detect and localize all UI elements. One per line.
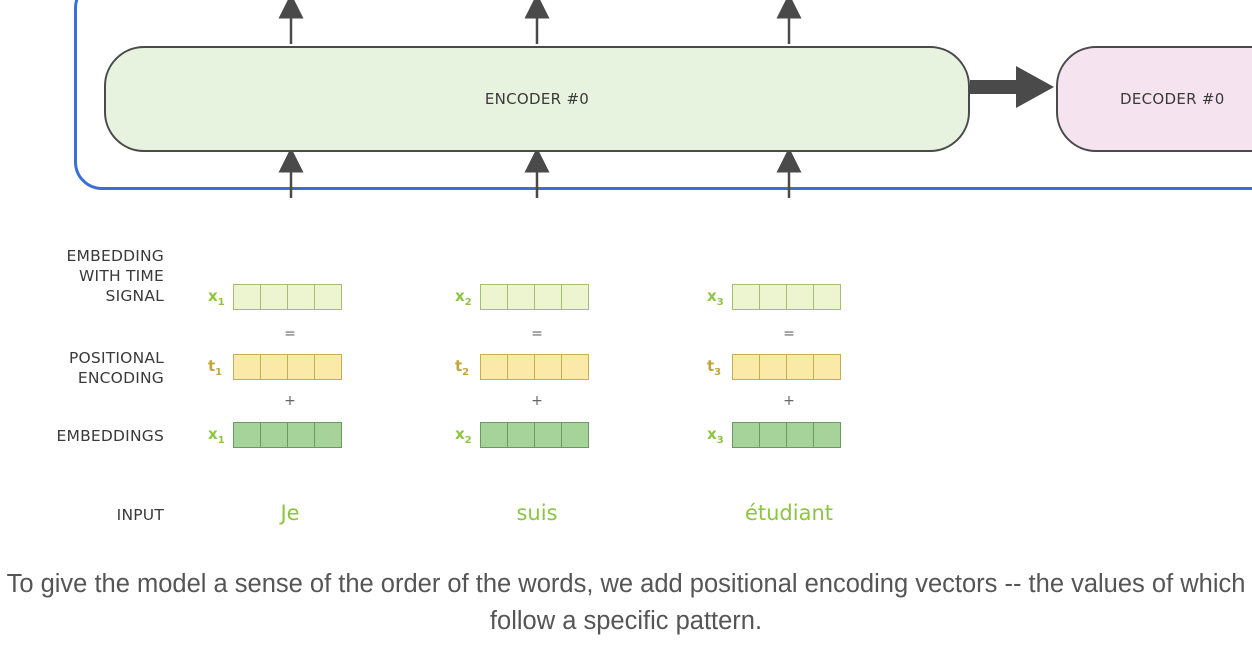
positional-vector-label: t2 [455, 357, 470, 378]
equals-sign: = [531, 326, 543, 342]
row-label-embeddings: EMBEDDINGS [56, 427, 164, 445]
plus-sign: + [531, 393, 543, 409]
positional-vector [233, 354, 342, 380]
embedding-vector-label: x1 [208, 425, 225, 446]
time-signal-vector-label: x3 [707, 287, 724, 308]
decoder-label: DECODER #0 [1120, 90, 1225, 108]
input-word: suis [516, 501, 558, 525]
time-signal-vector-label: x1 [208, 287, 225, 308]
row-label-line: WITH TIME [79, 267, 164, 285]
figure-caption: To give the model a sense of the order o… [6, 570, 1246, 635]
equals-sign: = [783, 326, 795, 342]
row-label-line: ENCODING [77, 369, 164, 387]
equals-sign: = [284, 326, 296, 342]
time-signal-vector [233, 284, 342, 310]
embedding-vector-label: x3 [707, 425, 724, 446]
positional-vector-label: t1 [208, 357, 223, 378]
row-label-input: INPUT [116, 506, 164, 524]
encoder-stack-frame [74, 0, 1252, 190]
encoder-block: ENCODER #0 [104, 46, 970, 152]
row-label-positional-encoding: POSITIONAL ENCODING [0, 348, 164, 388]
time-signal-vector-label: x2 [455, 287, 472, 308]
positional-vector [480, 354, 589, 380]
positional-vector-label: t3 [707, 357, 722, 378]
row-label-line: POSITIONAL [68, 349, 164, 367]
encoder-to-decoder-arrow-shaft [970, 80, 1018, 94]
encoder-label: ENCODER #0 [484, 90, 590, 108]
embedding-vector [233, 422, 342, 448]
decoder-block: DECODER #0 [1056, 46, 1252, 152]
time-signal-vector [732, 284, 841, 310]
time-signal-vector [480, 284, 589, 310]
encoder-to-decoder-arrow-head [1016, 66, 1054, 108]
input-word: étudiant [744, 501, 834, 525]
embedding-vector [732, 422, 841, 448]
positional-vector [732, 354, 841, 380]
plus-sign: + [284, 393, 296, 409]
embedding-vector [480, 422, 589, 448]
diagram-arrows [278, 0, 1054, 198]
plus-sign: + [783, 393, 795, 409]
embedding-vector-label: x2 [455, 425, 472, 446]
row-label-embedding-time-signal: EMBEDDING WITH TIME SIGNAL [0, 246, 164, 306]
input-word: Je [280, 501, 300, 525]
row-label-line: EMBEDDING [66, 247, 164, 265]
row-label-line: SIGNAL [105, 287, 164, 305]
